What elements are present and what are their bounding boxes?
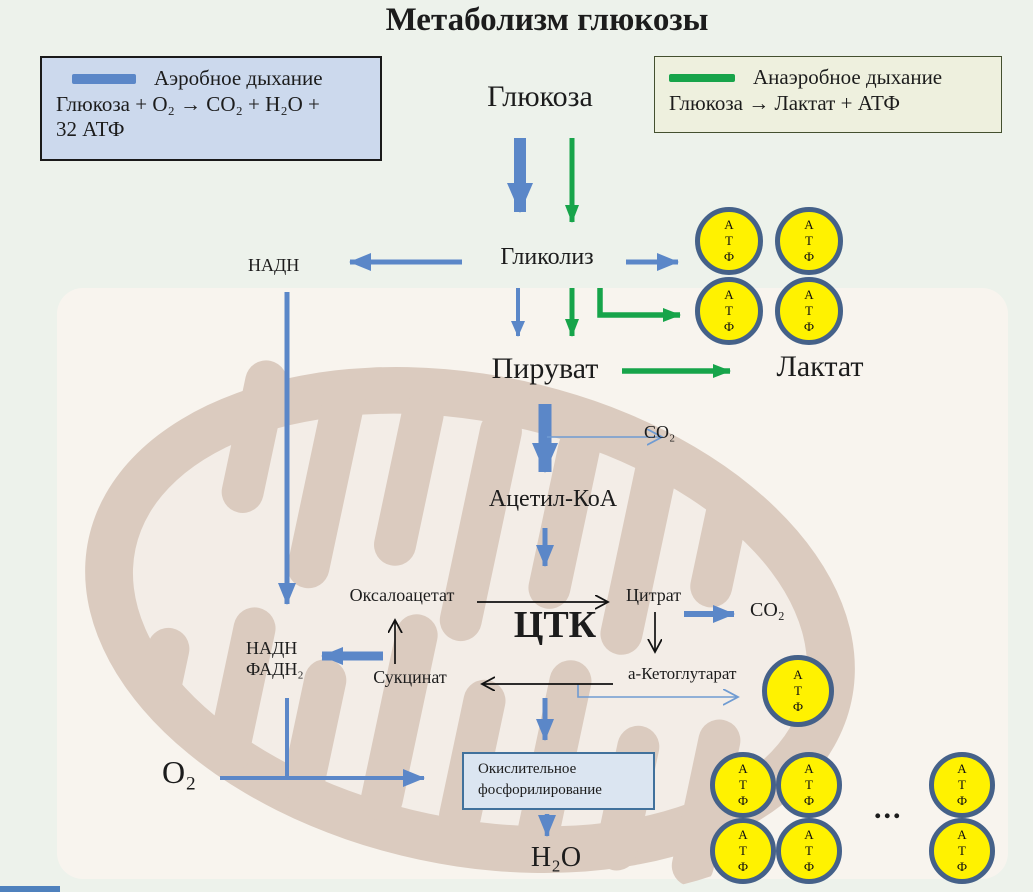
node-alpha-ketoglutarate: а-Кетоглутарат	[628, 664, 737, 683]
atp-letter: А	[724, 216, 734, 232]
atp-letter: Ф	[737, 859, 749, 875]
atp-letter: Ф	[956, 793, 968, 809]
atp-letter: Т	[958, 842, 966, 858]
aerobic-legend-label: Аэробное дыхание	[154, 66, 323, 90]
node-citrate: Цитрат	[626, 585, 682, 605]
atp-letter: Т	[958, 776, 966, 792]
atp-letter: Т	[739, 776, 747, 792]
node-glycolysis: Гликолиз	[500, 244, 594, 270]
atp-letter: А	[738, 760, 748, 776]
oxidative-phosphorylation-box: Окислительное фосфорилирование	[462, 752, 655, 810]
node-nadh-fadh: НАДН ФАДН₂	[246, 638, 304, 679]
atp-letter: Т	[805, 776, 813, 792]
atp-letter: А	[793, 666, 803, 682]
atp-letter: Т	[805, 302, 813, 318]
atp-letter: Т	[725, 302, 733, 318]
atp-letter: А	[804, 216, 814, 232]
atp-letter: Т	[794, 682, 802, 698]
atp-letter: А	[804, 286, 814, 302]
atp-letter: Ф	[803, 319, 815, 335]
node-succinate: Сукцинат	[373, 667, 447, 687]
oxphos-line1: Окислительное	[478, 761, 577, 777]
node-nadh-fadh-line1: НАДН	[246, 638, 298, 658]
legend-anaerobic: Анаэробное дыхание Глюкоза → Лактат + АТ…	[654, 56, 1002, 133]
atp-letter: А	[957, 826, 967, 842]
node-acetyl-coa: Ацетил-КоА	[488, 486, 618, 512]
aerobic-line-swatch	[72, 73, 136, 84]
anaerobic-line-swatch	[669, 73, 735, 82]
anaerobic-formula: Глюкоза → Лактат + АТФ	[669, 90, 900, 115]
atp-letter: А	[804, 826, 814, 842]
node-co2-pyruvate: CO₂	[644, 422, 676, 442]
node-nadh-top: НАДН	[248, 255, 300, 275]
atp-letter: А	[724, 286, 734, 302]
oxphos-line2: фосфорилирование	[478, 782, 602, 798]
anaerobic-legend-label: Анаэробное дыхание	[753, 65, 943, 89]
aerobic-formula-line2: 32 АТФ	[56, 117, 125, 142]
atp-letter: Т	[805, 232, 813, 248]
node-nadh-fadh-line2: ФАДН₂	[246, 658, 304, 679]
node-oxaloacetate: Оксалоацетат	[349, 585, 455, 605]
node-co2-citrate: CO₂	[750, 599, 785, 621]
aerobic-formula-line1: Глюкоза + O₂ → CO₂ + H₂O +	[56, 91, 320, 116]
atp-letter: Ф	[723, 249, 735, 265]
atp-letter: Т	[805, 842, 813, 858]
node-o2: O₂	[162, 754, 197, 790]
node-tca-cycle: ЦТК	[513, 604, 597, 646]
atp-letter: Ф	[803, 793, 815, 809]
legend-aerobic: Аэробное дыхание Глюкоза + O₂ → CO₂ + H₂…	[40, 56, 382, 161]
node-glucose: Глюкоза	[487, 80, 593, 113]
atp-letter: Ф	[803, 859, 815, 875]
atp-letter: Ф	[803, 249, 815, 265]
node-pyruvate: Пируват	[491, 352, 599, 385]
atp-letter: А	[738, 826, 748, 842]
atp-letter: Т	[739, 842, 747, 858]
page-title: Метаболизм глюкозы	[385, 2, 709, 38]
atp-letter: Ф	[956, 859, 968, 875]
atp-letter: Т	[725, 232, 733, 248]
node-h2o: H₂O	[530, 842, 582, 873]
node-lactate: Лактат	[776, 350, 864, 383]
bottom-left-blue-sliver	[0, 886, 60, 892]
atp-ellipsis: ...	[874, 792, 903, 825]
atp-letter: Ф	[723, 319, 735, 335]
atp-letter: Ф	[737, 793, 749, 809]
atp-letter: Ф	[792, 699, 804, 715]
atp-letter: А	[804, 760, 814, 776]
atp-letter: А	[957, 760, 967, 776]
